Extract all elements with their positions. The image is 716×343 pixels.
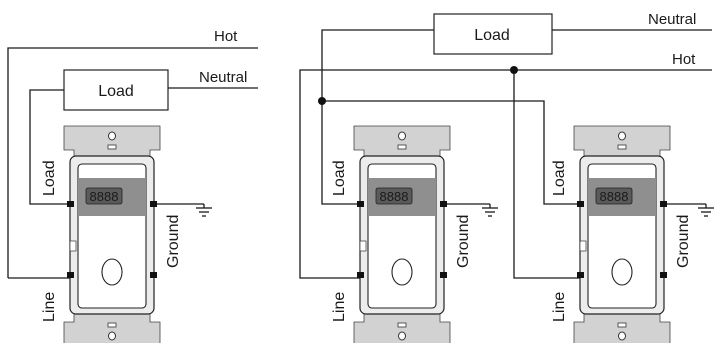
- left-hot-label: Hot: [214, 28, 238, 45]
- right-traveler-wire: [322, 100, 580, 205]
- left-diagram: Hot Load Neutral 8888 Load Line Ground: [7, 28, 258, 343]
- left-switch: 8888: [63, 125, 161, 343]
- left-load-lead: [29, 89, 70, 205]
- right-hot-branch: [513, 70, 580, 279]
- right-b-line-terminal-label: Line: [551, 292, 568, 322]
- left-switch-display: 8888: [90, 189, 119, 204]
- right-hot-wire: [299, 69, 712, 279]
- left-hot-wire: [7, 47, 258, 278]
- right-b-load-terminal-label: Load: [551, 160, 568, 196]
- left-ground-label: Ground: [165, 215, 182, 268]
- right-switch-b-display: 8888: [600, 189, 629, 204]
- junction-dot: [510, 66, 518, 74]
- left-line-terminal-label: Line: [41, 292, 58, 322]
- right-neutral-label: Neutral: [648, 11, 696, 28]
- left-load-box-label: Load: [98, 83, 134, 100]
- right-a-ground-icon: [481, 203, 499, 217]
- right-load-box-label: Load: [474, 27, 510, 44]
- right-hot-label: Hot: [672, 51, 696, 68]
- right-switch-a-display: 8888: [380, 189, 409, 204]
- left-load-terminal-label: Load: [41, 160, 58, 196]
- right-load-lead: [321, 29, 434, 205]
- right-b-ground-icon: [697, 203, 715, 217]
- right-switch-b: 8888: [573, 125, 671, 343]
- right-switch-a: 8888: [353, 125, 451, 343]
- right-a-ground-label: Ground: [455, 215, 472, 268]
- left-ground-icon: [195, 203, 213, 217]
- right-diagram: Load Neutral Hot 8888 Load Line Ground 8…: [299, 11, 715, 343]
- junction-dot: [318, 97, 326, 105]
- right-b-ground-label: Ground: [675, 215, 692, 268]
- right-a-load-terminal-label: Load: [331, 160, 348, 196]
- left-neutral-label: Neutral: [199, 69, 247, 86]
- right-load-box: [433, 13, 553, 55]
- right-a-line-terminal-label: Line: [331, 292, 348, 322]
